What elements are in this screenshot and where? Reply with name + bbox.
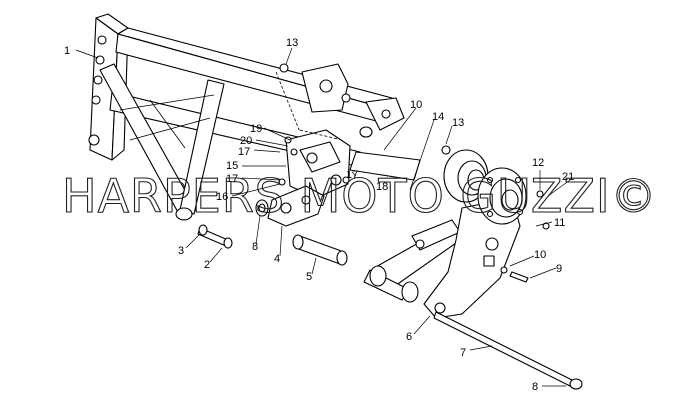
link-plate-part-4: [267, 185, 325, 227]
callout-17-center: 17: [346, 169, 358, 181]
callout-13-top: 13: [286, 37, 298, 49]
callout-8-left: 8: [252, 241, 258, 253]
spacer-tube-part-5: [292, 234, 348, 266]
callout-5: 5: [306, 271, 312, 283]
callout-11: 11: [554, 217, 565, 229]
callout-10-right: 10: [534, 249, 546, 261]
bushing-part-8: [255, 199, 269, 217]
tie-rod-part-7: [433, 311, 583, 390]
callout-8-bottom: 8: [532, 381, 538, 393]
linkage-arm: [363, 219, 467, 303]
hub-flange: [477, 167, 527, 225]
callout-19: 19: [250, 123, 262, 135]
callout-12: 12: [532, 157, 544, 169]
frame-part-1: [88, 13, 421, 221]
callout-17-lower: 17: [226, 173, 238, 185]
callout-9: 9: [556, 263, 562, 275]
callout-16: 16: [216, 191, 228, 203]
callout-3: 3: [178, 245, 184, 257]
callout-6: 6: [406, 331, 412, 343]
callout-1: 1: [64, 45, 70, 57]
leader-lines: [75, 47, 571, 387]
callout-20: 20: [240, 135, 252, 147]
callout-10-top: 10: [410, 99, 422, 111]
callout-13-right: 13: [452, 117, 464, 129]
bolt-part-2: [197, 224, 233, 249]
callout-7: 7: [460, 347, 466, 359]
callout-17-upper: 17: [238, 146, 250, 158]
callout-4: 4: [274, 253, 280, 265]
callout-labels: 1 13 10 14 13 19 20 17 15 17 16 17 18 3 …: [64, 37, 574, 393]
watermark-text: HARPERS MOTO GUZZI©: [62, 169, 658, 223]
small-hardware: [278, 63, 550, 283]
callout-18: 18: [376, 181, 388, 193]
callout-15: 15: [226, 160, 238, 172]
callout-14: 14: [432, 111, 444, 123]
engine-mount-bracket: [275, 71, 351, 199]
callout-21: 21: [562, 171, 574, 183]
bearing-housing-part-14: [443, 149, 489, 203]
callout-2: 2: [204, 259, 210, 271]
